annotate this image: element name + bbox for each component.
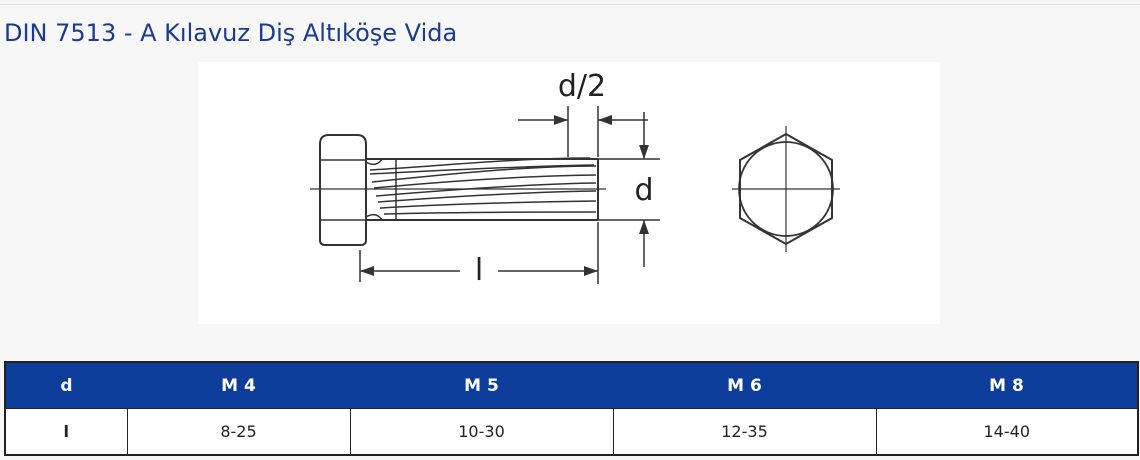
table-header-row: d M 4 M 5 M 6 M 8 [5,362,1138,409]
label-half-d: d/2 [558,69,606,104]
label-d: d [634,173,653,208]
cell-m5-length: 10-30 [349,408,613,455]
header-cell-d: d [5,362,127,409]
header-cell-m6: M 6 [613,362,876,409]
cell-m6-length: 12-35 [612,408,876,455]
screw-diagram: d/2 d l [310,69,840,288]
top-divider [0,4,1140,5]
cell-m8-length: 14-40 [875,408,1138,455]
table-row: l 8-25 10-30 12-35 14-40 [5,408,1138,455]
thread-flutes [369,157,597,215]
technical-drawing: d/2 d l [198,62,940,324]
row-label-l: l [5,408,127,455]
arrowheads [360,115,649,276]
screw-head [319,134,367,246]
header-cell-m8: M 8 [876,362,1138,409]
header-cell-m5: M 5 [350,362,613,409]
shank-taper [365,158,383,221]
page-title: DIN 7513 - A Kılavuz Diş Altıköşe Vida [4,19,458,47]
dimension-table: d M 4 M 5 M 6 M 8 l 8-25 10-30 12-35 14-… [4,361,1139,456]
header-cell-m4: M 4 [127,362,350,409]
label-l: l [475,253,483,288]
cell-m4-length: 8-25 [126,408,350,455]
